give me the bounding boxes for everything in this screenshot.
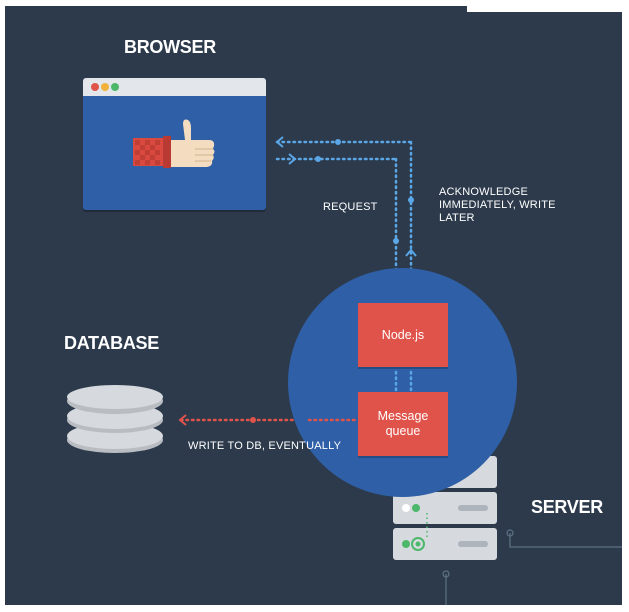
nodejs-box: Node.js: [358, 303, 448, 367]
connector-lines: [442, 529, 622, 605]
database-stack-icon: [67, 385, 163, 453]
message-queue-box: Message queue: [358, 392, 448, 456]
thumbs-up-icon: [133, 119, 215, 168]
browser-titlebar: [83, 78, 266, 96]
write-db-label: WRITE TO DB, EVENTUALLY: [188, 440, 342, 452]
server-title: SERVER: [531, 497, 603, 517]
top-strip: [467, 6, 622, 12]
diagram-canvas: BROWSER: [5, 6, 622, 605]
queue-connector: [307, 370, 413, 422]
flow-arrows: [178, 136, 417, 426]
browser-title: BROWSER: [124, 37, 216, 57]
maximize-dot-icon: [111, 83, 119, 91]
database-title: DATABASE: [64, 333, 159, 353]
browser-window: [83, 78, 266, 210]
close-dot-icon: [91, 83, 99, 91]
request-label: REQUEST: [323, 201, 378, 213]
minimize-dot-icon: [101, 83, 109, 91]
acknowledge-label: ACKNOWLEDGE IMMEDIATELY, WRITE LATER: [439, 186, 556, 224]
